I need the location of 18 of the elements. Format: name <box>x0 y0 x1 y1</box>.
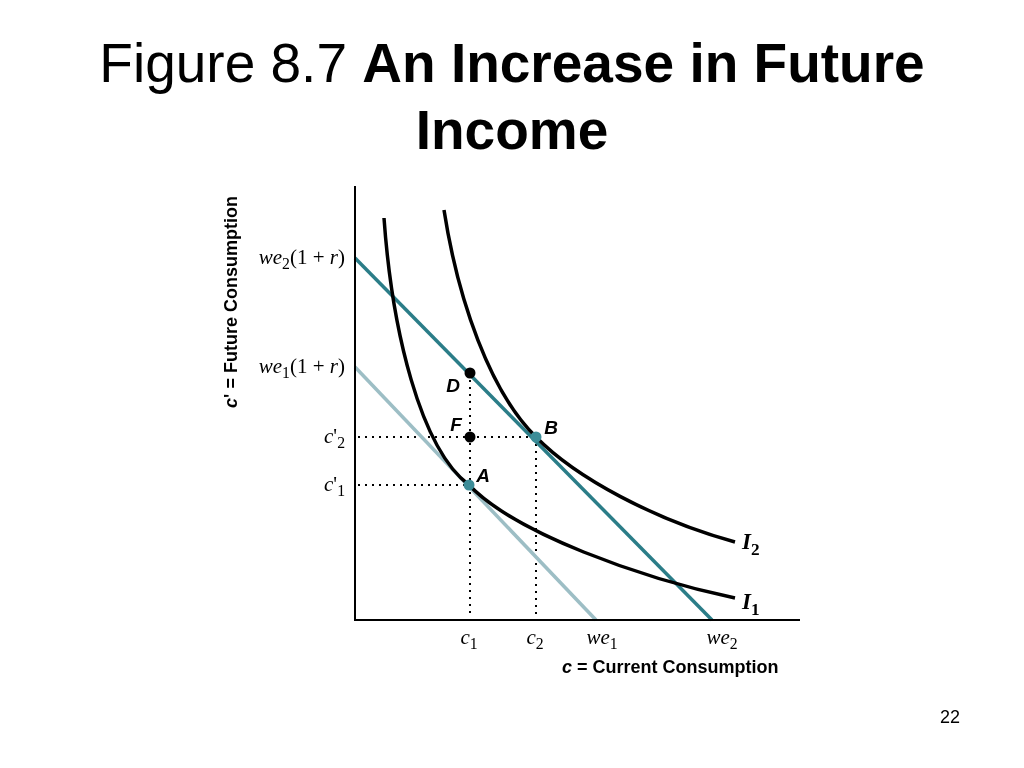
axis-tick-label: we$_{2}$ <box>706 626 738 650</box>
axis-tick-label: c'$_{1}$ <box>324 473 345 497</box>
axis-tick-label: we$_{2}$(1 + r) <box>258 246 345 270</box>
axis-tick-label: c$_{2}$ <box>526 626 544 650</box>
axis-tick-label: we$_{1}$ <box>586 626 618 650</box>
slide-title: Figure 8.7 An Increase in Future Income <box>98 31 926 163</box>
axis-tick-label: c'$_{2}$ <box>324 425 345 449</box>
point-label: B <box>544 417 558 439</box>
axis-title: c' = Future Consumption <box>222 196 242 408</box>
point-label: F <box>450 414 462 436</box>
point-label: A <box>476 465 490 487</box>
axis-title: c = Current Consumption <box>562 658 779 678</box>
point-label: D <box>446 375 460 397</box>
curve-label: I$_{1}$ <box>742 589 760 615</box>
curve-label: I$_{2}$ <box>742 529 760 555</box>
page-number: 22 <box>940 708 960 728</box>
axis-tick-label: we$_{1}$(1 + r) <box>258 355 345 379</box>
axis-tick-label: c$_{1}$ <box>460 626 478 650</box>
